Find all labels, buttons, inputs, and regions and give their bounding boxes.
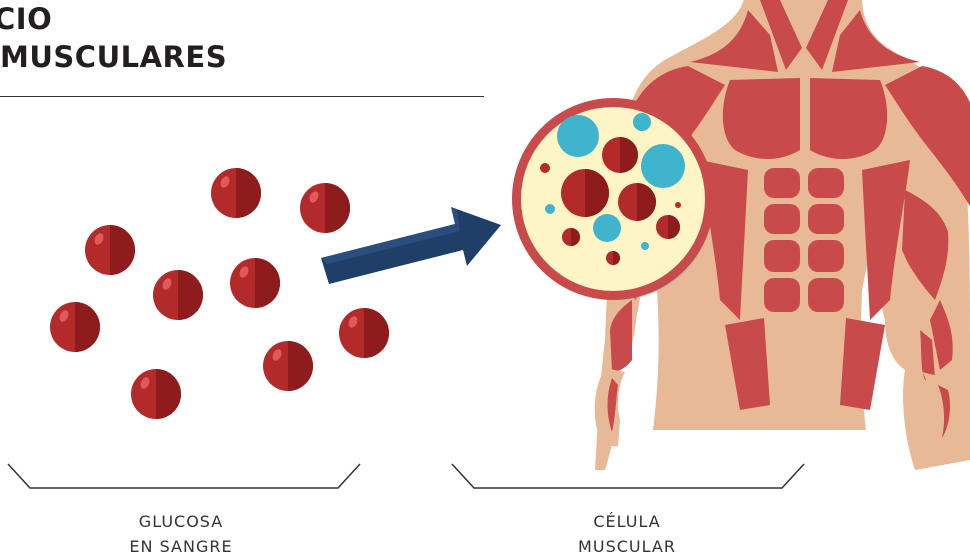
bracket-right [452,464,804,488]
glucose-molecule-icon [230,258,280,308]
glucose-molecule-icon [153,270,203,320]
glucose-molecule-icon [339,308,389,358]
glucose-molecule-icon [211,168,261,218]
muscle-cell-label: CÉLULA MUSCULAR [537,509,717,559]
glucose-molecule-icon [300,183,350,233]
arrow-icon [321,207,501,284]
blood-glucose-label-line-2: EN SANGRE [91,534,271,559]
glucose-molecule-icon [131,369,181,419]
bracket-left [8,464,360,488]
glucose-molecule-icon [50,302,100,352]
muscle-cell-label-line-2: MUSCULAR [537,534,717,559]
blood-glucose-label: GLUCOSA EN SANGRE [91,509,271,559]
glucose-molecule-icon [85,225,135,275]
glucose-molecule-icon [263,341,313,391]
muscle-cell-icon [512,98,714,300]
blood-glucose-label-line-1: GLUCOSA [91,509,271,534]
muscle-cell-label-line-1: CÉLULA [537,509,717,534]
glucose-molecules [50,168,389,419]
